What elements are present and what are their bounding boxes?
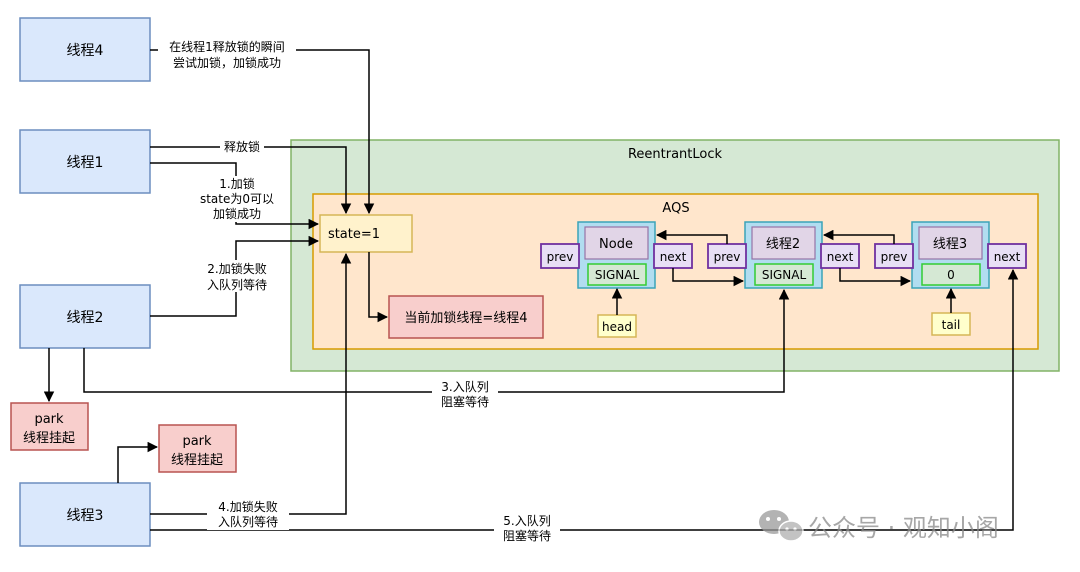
annotation-thread-4: 在线程1释放锁的瞬间 尝试加锁，加锁成功 [158, 38, 296, 72]
annotation-thread-4-line-2: 尝试加锁，加锁成功 [173, 55, 281, 70]
annotation-thread-3-enqueue-line-2: 阻塞等待 [503, 528, 551, 543]
thread-2-label: 线程2 [67, 310, 104, 326]
tail-label: tail [942, 318, 961, 332]
annotation-thread-2-enqueue: 3.入队列 阻塞等待 [432, 378, 498, 410]
reentrant-lock-label: ReentrantLock [628, 147, 723, 162]
edge-node-2-prev [655, 229, 728, 244]
queue-node-1: Node SIGNAL [577, 221, 656, 289]
node-2-prev-label: prev [714, 250, 741, 264]
thread-1-box: 线程1 [19, 129, 151, 194]
tail-marker: tail [931, 312, 971, 336]
annotation-thread-3-enqueue-line-1: 5.入队列 [503, 513, 550, 528]
queue-node-3: 线程3 0 [911, 221, 990, 289]
thread-4-box: 线程4 [19, 17, 151, 82]
node-2-next-label: next [827, 250, 854, 264]
head-label: head [602, 320, 632, 334]
queue-node-3-status: 0 [947, 268, 955, 282]
thread-3-label: 线程3 [67, 508, 104, 524]
thread-3-box: 线程3 [19, 482, 151, 547]
annotation-thread-1-lock-line-3: 加锁成功 [213, 206, 261, 221]
thread-4-label: 线程4 [67, 43, 104, 59]
annotation-thread-1-lock: 1.加锁 state为0可以 加锁成功 [195, 176, 279, 222]
annotation-thread-3-fail: 4.加锁失败 入队列等待 [207, 498, 289, 530]
head-marker: head [597, 314, 637, 338]
edge-thread-3-enqueue [150, 268, 1019, 531]
annotation-thread-2-fail-line-1: 2.加锁失败 [207, 261, 266, 276]
state-box: state=1 [319, 214, 413, 253]
node-1-next-label: next [660, 250, 687, 264]
park-box-thread-2-line-2: 线程挂起 [23, 431, 75, 446]
node-3-next-pointer: next [987, 243, 1027, 269]
annotation-thread-4-line-1: 在线程1释放锁的瞬间 [169, 39, 285, 54]
annotation-thread-1-lock-line-2: state为0可以 [200, 192, 274, 206]
node-2-prev-pointer: prev [707, 243, 747, 269]
park-box-thread-3-line-1: park [182, 434, 212, 449]
lock-owner-label: 当前加锁线程=线程4 [404, 310, 527, 326]
annotation-thread-1-release: 释放锁 [220, 139, 264, 155]
queue-node-3-name: 线程3 [933, 237, 967, 252]
wechat-icon [759, 510, 804, 542]
park-box-thread-3: park 线程挂起 [158, 424, 237, 473]
node-3-next-label: next [994, 250, 1021, 264]
thread-2-box: 线程2 [19, 284, 151, 349]
annotation-thread-1-lock-line-1: 1.加锁 [219, 176, 254, 191]
annotation-thread-2-fail: 2.加锁失败 入队列等待 [196, 260, 278, 292]
park-box-thread-3-line-2: 线程挂起 [171, 453, 223, 468]
queue-node-2-name: 线程2 [766, 237, 800, 252]
edge-node-2-next [839, 268, 912, 287]
annotation-thread-3-fail-line-1: 4.加锁失败 [218, 499, 277, 514]
watermark: 公众号 · 观知小阁 [759, 510, 999, 542]
annotation-thread-3-enqueue: 5.入队列 阻塞等待 [494, 512, 560, 544]
edge-state-to-owner [368, 252, 389, 323]
node-3-prev-label: prev [881, 250, 908, 264]
edge-node-3-prev [822, 229, 895, 244]
node-1-prev-label: prev [547, 250, 574, 264]
node-3-prev-pointer: prev [874, 243, 914, 269]
node-2-next-pointer: next [820, 243, 860, 269]
queue-node-2: 线程2 SIGNAL [744, 221, 823, 289]
watermark-text: 公众号 · 观知小阁 [808, 514, 999, 542]
annotation-thread-1-release-text: 释放锁 [224, 139, 260, 154]
node-1-next-pointer: next [653, 243, 693, 269]
edge-thread-3-park [117, 441, 159, 483]
lock-owner-box: 当前加锁线程=线程4 [388, 295, 544, 339]
edge-node-1-next [672, 268, 745, 287]
node-1-prev-pointer: prev [540, 243, 580, 269]
park-box-thread-2-line-1: park [34, 412, 64, 427]
edge-thread-1-release [150, 146, 352, 215]
aqs-label: AQS [662, 201, 689, 216]
annotation-thread-2-enqueue-line-1: 3.入队列 [441, 379, 488, 394]
annotation-thread-2-fail-line-2: 入队列等待 [207, 277, 267, 292]
annotation-thread-3-fail-line-2: 入队列等待 [218, 514, 278, 529]
queue-node-1-status: SIGNAL [595, 268, 640, 282]
park-box-thread-2: park 线程挂起 [10, 402, 89, 451]
thread-1-label: 线程1 [67, 155, 104, 171]
state-box-label: state=1 [328, 227, 380, 242]
queue-node-2-status: SIGNAL [762, 268, 807, 282]
queue-node-1-name: Node [599, 237, 633, 252]
annotation-thread-2-enqueue-line-2: 阻塞等待 [441, 394, 489, 409]
